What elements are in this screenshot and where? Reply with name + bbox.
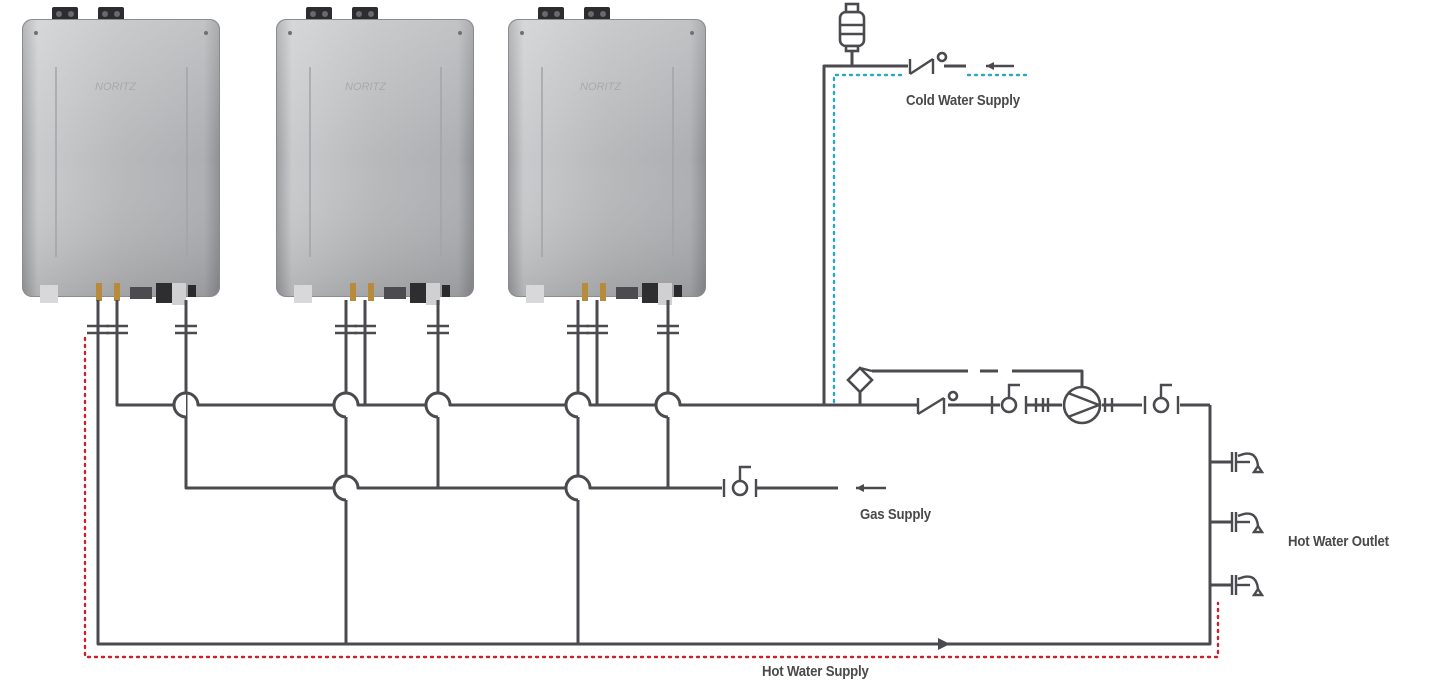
circulation-pump-icon [1062, 385, 1103, 425]
water-heater-1 [21, 6, 221, 306]
heater-brand-1: NORITZ [95, 81, 137, 93]
faucet-icon [1230, 575, 1265, 597]
bypass-gap-2 [998, 366, 1012, 376]
heater-brand-3: NORITZ [580, 81, 622, 93]
check-valve-icon [908, 51, 948, 76]
flow-arrow-icon [938, 638, 950, 650]
flow-arrow-icon [986, 62, 1014, 70]
faucet-icon [1230, 452, 1265, 474]
cold-water-trace [832, 73, 1030, 404]
expansion-tank-icon [838, 2, 866, 53]
check-valve-icon [916, 390, 959, 416]
cold-water-supply-label: Cold Water Supply [906, 92, 1020, 109]
gas-valve-icon [722, 465, 758, 497]
flow-arrow-icon [856, 484, 886, 492]
bypass-gap [968, 366, 980, 376]
gas-supply-label: Gas Supply [860, 506, 931, 523]
water-heater-2 [275, 6, 475, 306]
strainer-icon [846, 366, 874, 394]
hot-water-outlet-label: Hot Water Outlet [1288, 533, 1389, 550]
faucet-icon [1230, 512, 1265, 534]
bypass-joint [859, 366, 873, 373]
hot-water-trace [83, 336, 1220, 659]
ball-valve-icon [990, 383, 1028, 414]
water-heater-3 [507, 6, 707, 306]
union-fittings [85, 324, 681, 335]
ball-valve-icon [1143, 383, 1180, 414]
hot-water-supply-label: Hot Water Supply [762, 663, 869, 680]
heater-brand-2: NORITZ [345, 81, 387, 93]
pipe-crossovers [172, 391, 669, 502]
